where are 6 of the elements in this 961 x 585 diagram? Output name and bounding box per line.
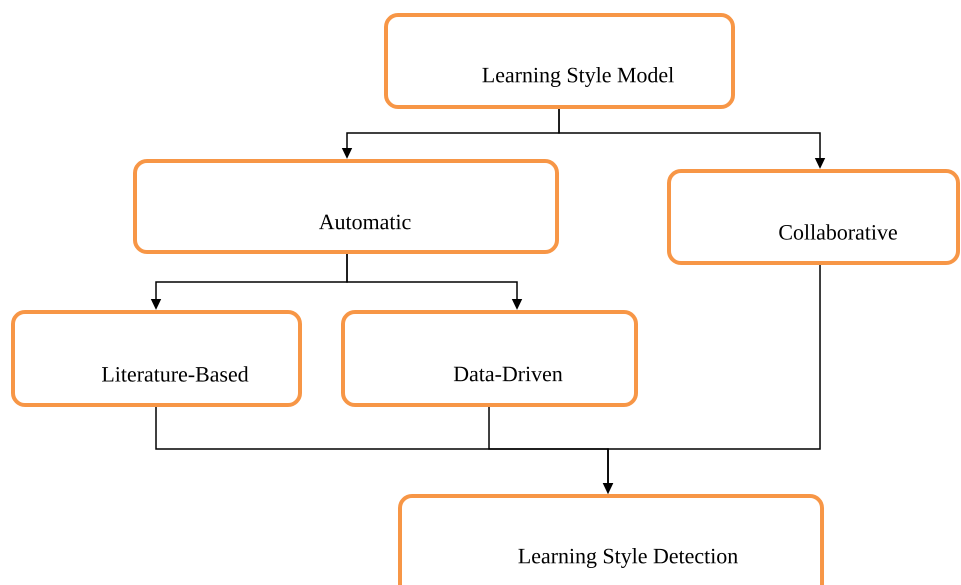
process-box: Collaborative bbox=[667, 169, 960, 265]
process-box: Literature-Based bbox=[11, 310, 302, 407]
process-box: Automatic bbox=[133, 159, 559, 254]
process-box: Learning Style Detection bbox=[398, 494, 824, 585]
process-box: Data-Driven bbox=[341, 310, 638, 407]
process-box: Learning Style Model bbox=[384, 13, 735, 109]
